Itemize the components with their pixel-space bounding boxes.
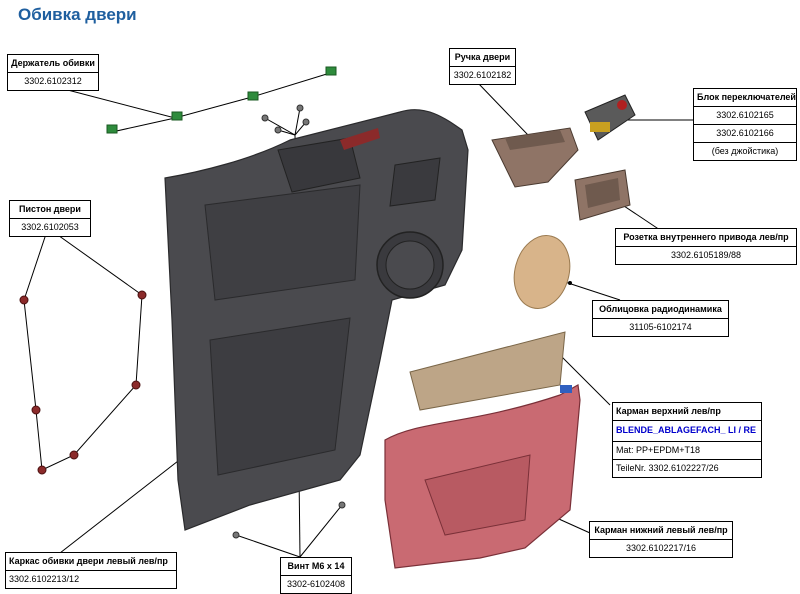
- door-handle-part: [491, 127, 579, 188]
- switch-block-note: (без джойстика): [694, 142, 796, 160]
- socket-part-number: 3302.6105189/88: [616, 246, 796, 264]
- frame-part-number: 3302.6102213/12: [6, 570, 176, 588]
- callout-upper-pocket: Карман верхний лев/пр BLENDE_ABLAGEFACH_…: [612, 402, 762, 478]
- callout-socket: Розетка внутреннего привода лев/пр 3302.…: [615, 228, 797, 265]
- screws: [232, 104, 346, 539]
- lower-pocket-name: Карман нижний левый лев/пр: [594, 525, 728, 535]
- upper-pocket-name: Карман верхний лев/пр: [616, 406, 721, 416]
- door-handle-name: Ручка двери: [454, 52, 511, 62]
- screw-name: Винт М6 х 14: [287, 561, 345, 571]
- speaker-part-number: 31105-6102174: [593, 318, 728, 336]
- page-title: Обивка двери: [18, 5, 137, 24]
- door-trim-frame: [164, 109, 469, 531]
- holder-name: Держатель обивки: [11, 58, 95, 68]
- callout-holder: Держатель обивки 3302.6102312: [7, 54, 99, 91]
- switch-block-name: Блок переключателей: [697, 92, 796, 102]
- holder-clips: [106, 66, 337, 134]
- lower-pocket-part: [384, 384, 581, 569]
- door-pistons: [19, 290, 147, 475]
- switch-block-part-number-2: 3302.6102166: [694, 124, 796, 142]
- upper-pocket-material: Mat: PP+EPDM+T18: [613, 440, 761, 459]
- upper-pocket-part: [409, 331, 566, 411]
- speaker-cover-part: [513, 235, 572, 309]
- callout-door-handle: Ручка двери 3302.6102182: [449, 48, 516, 85]
- socket-name: Розетка внутреннего привода лев/пр: [623, 232, 789, 242]
- holder-part-number: 3302.6102312: [8, 72, 98, 90]
- frame-name: Каркас обивки двери левый лев/пр: [9, 556, 168, 566]
- screw-part-number: 3302-6102408: [281, 575, 351, 593]
- callout-lower-pocket: Карман нижний левый лев/пр 3302.6102217/…: [589, 521, 733, 558]
- callout-switch-block: Блок переключателей 3302.6102165 3302.61…: [693, 88, 797, 161]
- upper-pocket-code: BLENDE_ABLAGEFACH_ LI / RE: [613, 420, 761, 441]
- door-handle-part-number: 3302.6102182: [450, 66, 515, 84]
- callout-piston: Пистон двери 3302.6102053: [9, 200, 91, 237]
- piston-part-number: 3302.6102053: [10, 218, 90, 236]
- lower-pocket-part-number: 3302.6102217/16: [590, 539, 732, 557]
- piston-name: Пистон двери: [19, 204, 81, 214]
- upper-pocket-teile: TeileNr. 3302.6102227/26: [613, 458, 761, 477]
- speaker-name: Облицовка радиодинамика: [599, 304, 722, 314]
- socket-part: [574, 169, 631, 221]
- callout-frame: Каркас обивки двери левый лев/пр 3302.61…: [5, 552, 177, 589]
- callout-speaker: Облицовка радиодинамика 31105-6102174: [592, 300, 729, 337]
- switch-block-part: [584, 94, 636, 141]
- callout-screw: Винт М6 х 14 3302-6102408: [280, 557, 352, 594]
- switch-block-part-number-1: 3302.6102165: [694, 106, 796, 124]
